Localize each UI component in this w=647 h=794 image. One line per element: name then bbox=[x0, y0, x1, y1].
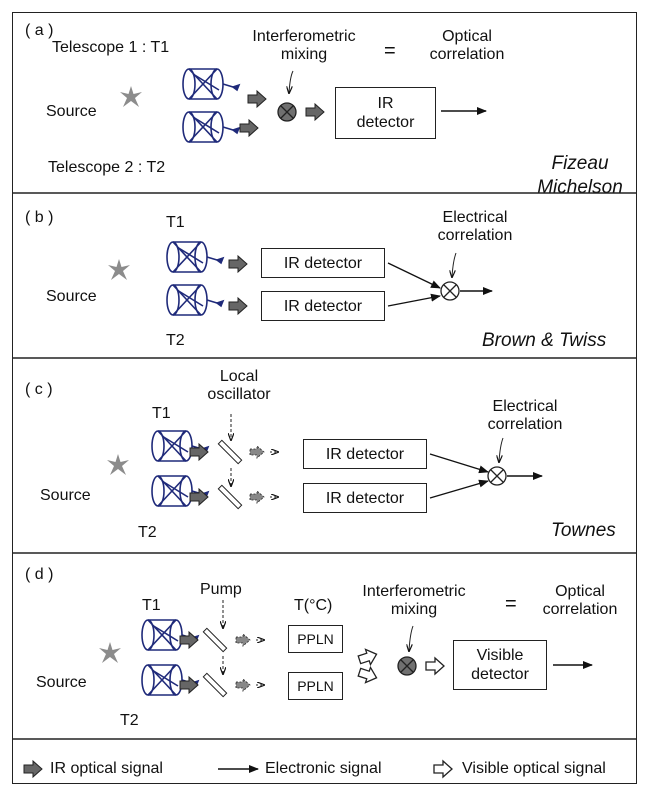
panel-c-correlation-label: Electrical correlation bbox=[487, 398, 563, 433]
panel-d-ppln-2: PPLN bbox=[288, 672, 343, 700]
legend-ir-label: IR optical signal bbox=[50, 760, 163, 777]
panel-d-label: ( d ) bbox=[25, 566, 54, 583]
panel-d-mixing-label: Interferometric mixing bbox=[362, 583, 466, 618]
panel-b-t2-label: T2 bbox=[166, 332, 185, 349]
panel-d-source-label: Source bbox=[36, 674, 87, 691]
legend-electronic-label: Electronic signal bbox=[265, 760, 382, 777]
panel-c-method-name: Townes bbox=[551, 520, 616, 541]
panel-b-ir-detector-1: IR detector bbox=[261, 248, 385, 278]
panel-b-ir-detector-2: IR detector bbox=[261, 291, 385, 321]
panel-c-t2-label: T2 bbox=[138, 524, 157, 541]
panel-d-equals: = bbox=[505, 593, 517, 615]
panel-c-oscillator-label: Local oscillator bbox=[207, 368, 271, 403]
panel-c-source-label: Source bbox=[40, 487, 91, 504]
panel-d-visible-detector: Visible detector bbox=[453, 640, 547, 690]
panel-a-telescope1-label: Telescope 1 : T1 bbox=[52, 39, 170, 56]
legend-visible-label: Visible optical signal bbox=[462, 760, 606, 777]
panel-c-label: ( c ) bbox=[25, 381, 53, 398]
panel-a-label: ( a ) bbox=[25, 22, 54, 39]
panel-a-correlation-label: Optical correlation bbox=[429, 28, 505, 63]
panel-d-correlation-label: Optical correlation bbox=[542, 583, 618, 618]
panel-a-equals: = bbox=[384, 40, 396, 62]
panel-b-t1-label: T1 bbox=[166, 214, 185, 231]
panel-c-ir-detector-1: IR detector bbox=[303, 439, 427, 469]
panel-b-source-label: Source bbox=[46, 288, 97, 305]
panel-c-ir-detector-2: IR detector bbox=[303, 483, 427, 513]
panel-d-ppln-1: PPLN bbox=[288, 625, 343, 653]
panel-a-ir-detector: IR detector bbox=[335, 87, 436, 139]
panel-d-t1-label: T1 bbox=[142, 597, 161, 614]
panel-a-source-label: Source bbox=[46, 103, 97, 120]
panel-a-telescope2-label: Telescope 2 : T2 bbox=[48, 159, 166, 176]
panel-c-t1-label: T1 bbox=[152, 405, 171, 422]
panel-b-label: ( b ) bbox=[25, 209, 54, 226]
panel-b-method-name: Brown & Twiss bbox=[482, 330, 607, 351]
panel-d-pump-label: Pump bbox=[200, 581, 242, 598]
panel-d-t2-label: T2 bbox=[120, 712, 139, 729]
panel-d-temperature-label: T(°C) bbox=[294, 597, 333, 614]
figure-frame bbox=[12, 12, 637, 784]
panel-b-correlation-label: Electrical correlation bbox=[437, 209, 513, 244]
panel-a-mixing-label: Interferometric mixing bbox=[252, 28, 356, 63]
